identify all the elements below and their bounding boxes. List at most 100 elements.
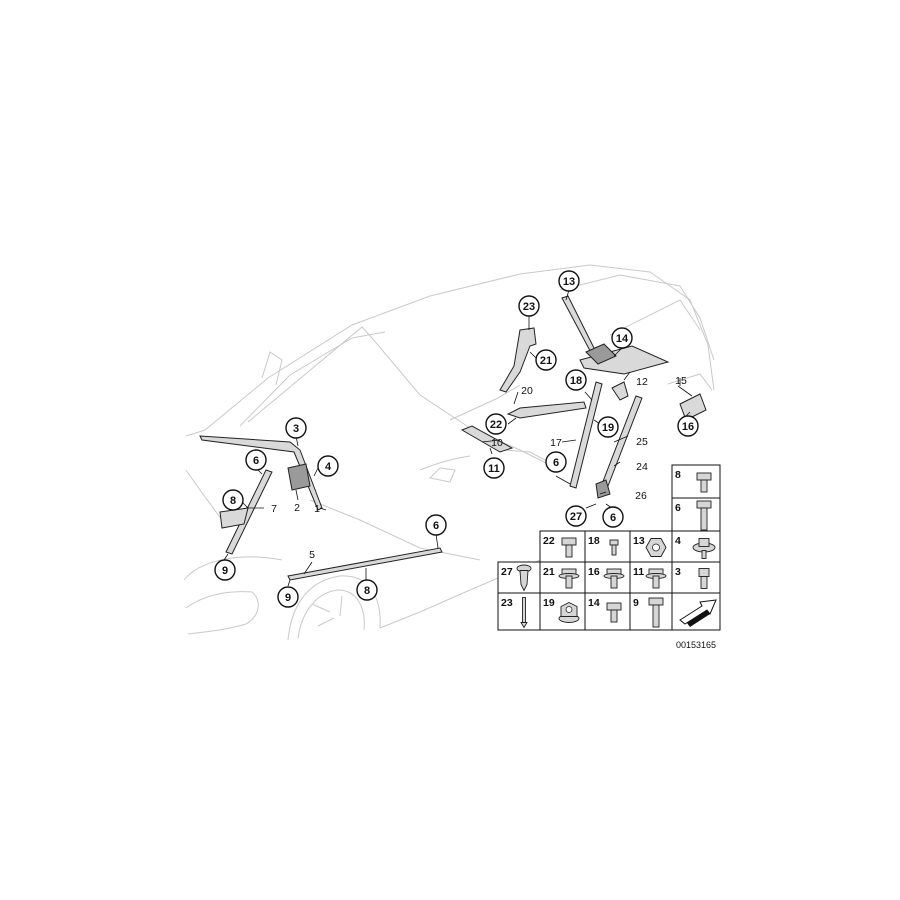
callout-circle (558, 270, 580, 292)
fastener-cell-19: 19 (543, 597, 580, 623)
callout-23: 23 (518, 295, 540, 317)
callout-7: 7 (271, 503, 277, 515)
leader-lines (223, 289, 693, 587)
callout-label: 15 (675, 375, 687, 387)
fastener-cell-23: 23 (501, 597, 528, 629)
callout-label: 6 (553, 457, 559, 469)
callout-label: 8 (364, 585, 370, 597)
callout-label: 3 (293, 423, 299, 435)
callout-circle (518, 295, 540, 317)
callout-circle (677, 415, 699, 437)
callout-10: 10 (491, 437, 503, 449)
fastener-label: 19 (543, 597, 555, 609)
callout-label: 20 (521, 385, 533, 397)
bolt-icon (648, 597, 664, 606)
callout-circle (597, 416, 619, 438)
fastener-cell-16: 16 (588, 566, 625, 589)
callout-label: 6 (610, 512, 616, 524)
callout-label: 9 (285, 592, 291, 604)
stud-icon (698, 568, 710, 577)
fastener-cell-6: 6 (675, 500, 712, 531)
callout-label: 2 (294, 502, 300, 514)
callout-8: 8 (222, 489, 244, 511)
fastener-cell-27: 27 (501, 564, 532, 592)
callout-label: 6 (433, 520, 439, 532)
callout-circle (483, 457, 505, 479)
callout-circle (425, 514, 447, 536)
callout-label: 21 (540, 355, 552, 367)
fastener-label: 22 (543, 535, 555, 547)
callout-21: 21 (535, 349, 557, 371)
fastener-cell-14: 14 (588, 597, 622, 623)
fastener-label: 13 (633, 535, 645, 547)
callout-circle (277, 586, 299, 608)
callout-circle (356, 579, 378, 601)
callout-circle (214, 559, 236, 581)
callout-label: 25 (636, 436, 648, 448)
callout-circle (222, 489, 244, 511)
callout-24: 24 (636, 461, 648, 473)
callout-circle (565, 369, 587, 391)
callout-20: 20 (521, 385, 533, 397)
callout-9: 9 (214, 559, 236, 581)
callout-circle (245, 449, 267, 471)
fastener-label: 23 (501, 597, 513, 609)
callout-circle (535, 349, 557, 371)
callout-label: 9 (222, 565, 228, 577)
callout-6: 6 (425, 514, 447, 536)
fastener-cell-13: 13 (633, 535, 667, 557)
callout-circle (485, 413, 507, 435)
callout-5: 5 (309, 549, 315, 561)
bolt-icon (606, 602, 622, 611)
callout-6: 6 (545, 451, 567, 473)
callout-15: 15 (675, 375, 687, 387)
pin-icon (522, 597, 526, 624)
callout-label: 6 (253, 455, 259, 467)
callout-label: 23 (523, 301, 535, 313)
fastener-label: 21 (543, 566, 555, 578)
fastener-label: 4 (675, 535, 681, 547)
fastener-label: 14 (588, 597, 600, 609)
fastener-cell-9: 9 (633, 597, 664, 628)
callout-label: 24 (636, 461, 648, 473)
fastener-label: 27 (501, 566, 513, 578)
callout-label: 10 (491, 437, 503, 449)
fastener-label: 8 (675, 469, 681, 481)
callout-22: 22 (485, 413, 507, 435)
callout-circle (285, 417, 307, 439)
callout-11: 11 (483, 457, 505, 479)
callout-label: 19 (602, 422, 614, 434)
callout-6: 6 (602, 506, 624, 528)
callout-14: 14 (611, 327, 633, 349)
callout-circle (317, 455, 339, 477)
callout-label: 27 (570, 511, 582, 523)
fastener-cell-21: 21 (543, 566, 580, 589)
fastener-cell-18: 18 (588, 535, 619, 556)
callout-17: 17 (550, 437, 562, 449)
bolt-icon (609, 539, 619, 546)
bolt-icon (696, 472, 712, 481)
callout-circle (602, 506, 624, 528)
fastener-label: 18 (588, 535, 600, 547)
callout-circle (611, 327, 633, 349)
callout-label: 22 (490, 419, 502, 431)
callout-16: 16 (677, 415, 699, 437)
callout-3: 3 (285, 417, 307, 439)
parts (199, 295, 707, 581)
callout-circle (545, 451, 567, 473)
callout-label: 18 (570, 375, 582, 387)
callout-label: 16 (682, 421, 694, 433)
callout-25: 25 (636, 436, 648, 448)
fastener-label: 6 (675, 502, 681, 514)
fastener-cell-3: 3 (675, 566, 710, 589)
callout-1: 1 (314, 503, 320, 515)
callout-13: 13 (558, 270, 580, 292)
callout-2: 2 (294, 502, 300, 514)
fastener-label: 16 (588, 566, 600, 578)
callout-label: 17 (550, 437, 562, 449)
callout-label: 5 (309, 549, 315, 561)
callout-label: 8 (230, 495, 236, 507)
callout-8: 8 (356, 579, 378, 601)
